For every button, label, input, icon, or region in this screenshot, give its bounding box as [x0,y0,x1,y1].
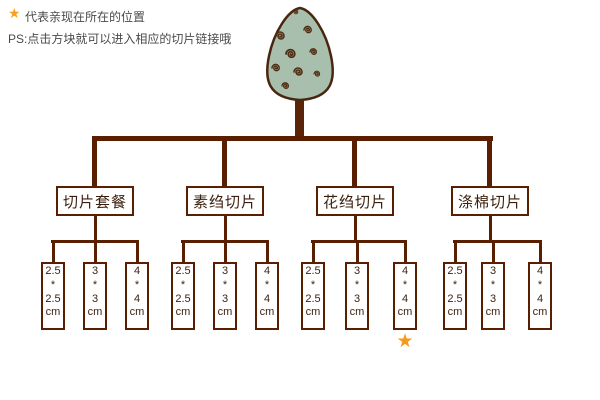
connector-line [453,240,542,243]
connector-line [487,136,492,186]
size-box[interactable]: 3 * 3 cm [481,262,505,330]
connector-line [489,216,492,242]
connector-line [136,240,139,264]
connector-line [182,240,185,264]
size-box[interactable]: 4 * 4 cm [528,262,552,330]
category-box-suzhou[interactable]: 素绉切片 [186,186,264,216]
connector-line [311,240,407,243]
size-box[interactable]: 3 * 3 cm [345,262,369,330]
size-box[interactable]: 2.5 * 2.5 cm [41,262,65,330]
size-box[interactable]: 3 * 3 cm [83,262,107,330]
connector-line [352,136,357,186]
connector-line [404,240,407,264]
tree-illustration [265,6,335,136]
connector-line [224,240,227,264]
current-location-star-icon: ★ [8,5,21,21]
connector-line [539,240,542,264]
size-box[interactable]: 3 * 3 cm [213,262,237,330]
size-box[interactable]: 2.5 * 2.5 cm [171,262,195,330]
connector-line [356,240,359,264]
category-box-dimian[interactable]: 涤棉切片 [451,186,529,216]
legend-note: PS:点击方块就可以进入相应的切片链接哦 [8,32,232,46]
current-location-marker-icon: ★ [396,331,414,352]
connector-line [94,240,97,264]
connector-line [222,136,227,186]
connector-line [492,240,495,264]
legend-text: 代表亲现在所在的位置 [25,10,146,24]
connector-line [312,240,315,264]
size-box[interactable]: 2.5 * 2.5 cm [301,262,325,330]
connector-line [94,216,97,242]
category-box-huazhou[interactable]: 花绉切片 [316,186,394,216]
size-box-current[interactable]: 4 * 4 cm [393,262,417,330]
tree-trunk [295,92,304,136]
tree-canopy [265,6,335,102]
size-box[interactable]: 4 * 4 cm [125,262,149,330]
connector-line [454,240,457,264]
size-box[interactable]: 2.5 * 2.5 cm [443,262,467,330]
connector-line [266,240,269,264]
connector-line [354,216,357,242]
connector-line [52,240,55,264]
connector-line [92,136,493,141]
connector-line [224,216,227,242]
size-box[interactable]: 4 * 4 cm [255,262,279,330]
connector-line [92,136,97,186]
category-box-taocan[interactable]: 切片套餐 [56,186,134,216]
